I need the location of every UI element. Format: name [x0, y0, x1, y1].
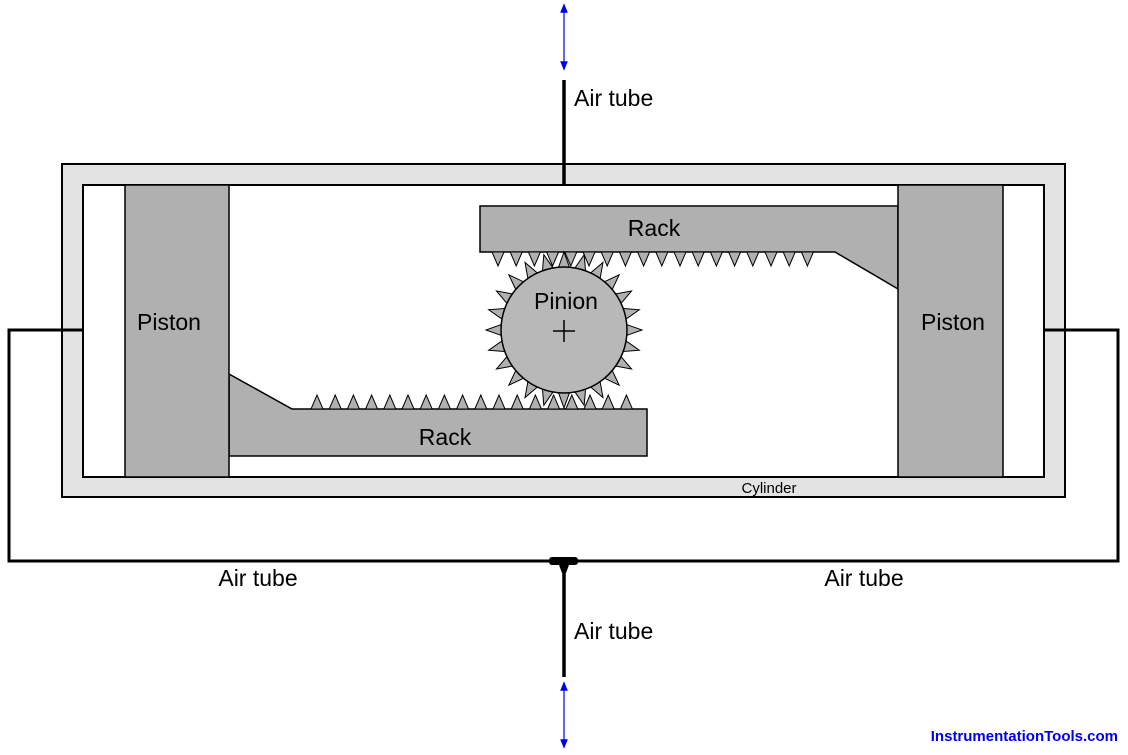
rack-tooth — [437, 393, 452, 410]
rack-tooth — [510, 393, 524, 410]
rack-tooth — [727, 251, 742, 268]
rack-tooth — [583, 393, 597, 410]
rack-tooth — [491, 251, 505, 268]
rack-tooth — [383, 393, 397, 410]
rack-tooth — [600, 251, 614, 268]
air-tube-tee-fitting — [549, 557, 578, 565]
rack-tooth — [528, 393, 543, 410]
rack-tooth — [328, 393, 342, 410]
label-rack-top: Rack — [628, 215, 681, 241]
rack-tooth — [691, 251, 705, 268]
rack-tooth — [601, 393, 615, 410]
label-piston-left: Piston — [137, 309, 201, 335]
rack-tooth — [618, 251, 633, 268]
rack-tooth — [474, 393, 488, 410]
label-rack-bottom: Rack — [419, 424, 472, 450]
rack-tooth — [527, 251, 542, 268]
rack-tooth — [619, 393, 634, 410]
rack-tooth — [401, 393, 415, 410]
rack-tooth — [709, 251, 724, 268]
rack-tooth — [419, 393, 433, 410]
pinion-teeth — [484, 250, 644, 410]
rack-tooth — [636, 251, 651, 268]
rack-tooth — [546, 393, 561, 410]
label-air-tube-top: Air tube — [574, 85, 653, 111]
label-piston-right: Piston — [921, 309, 985, 335]
rack-tooth — [582, 251, 596, 268]
rack-tooth — [346, 393, 361, 410]
rack-tooth — [492, 393, 506, 410]
rack-tooth — [565, 393, 579, 410]
rack-tooth — [673, 251, 687, 268]
label-air-tube-right: Air tube — [824, 565, 903, 591]
label-air-tube-left: Air tube — [218, 565, 297, 591]
rack-tooth — [310, 393, 324, 410]
rack-tooth — [564, 251, 578, 268]
rack-top-teeth — [491, 251, 815, 268]
label-pinion: Pinion — [534, 288, 598, 314]
credit-text: InstrumentationTools.com — [931, 728, 1118, 745]
rack-tooth — [509, 251, 523, 268]
label-air-tube-bottom: Air tube — [574, 618, 653, 644]
rack-tooth — [655, 251, 669, 268]
piston-left — [124, 184, 230, 478]
pinion-center-mark — [553, 320, 575, 342]
rack-bottom-teeth — [310, 393, 634, 410]
rack-tooth — [364, 393, 379, 410]
rack-tooth — [782, 251, 796, 268]
rack-top — [479, 205, 899, 291]
rack-tooth — [545, 251, 560, 268]
piston-right — [897, 184, 1004, 478]
rack-tooth — [800, 251, 815, 268]
rack-tooth — [746, 251, 760, 268]
rack-tooth — [455, 393, 470, 410]
label-cylinder: Cylinder — [741, 480, 796, 497]
rack-tooth — [764, 251, 778, 268]
